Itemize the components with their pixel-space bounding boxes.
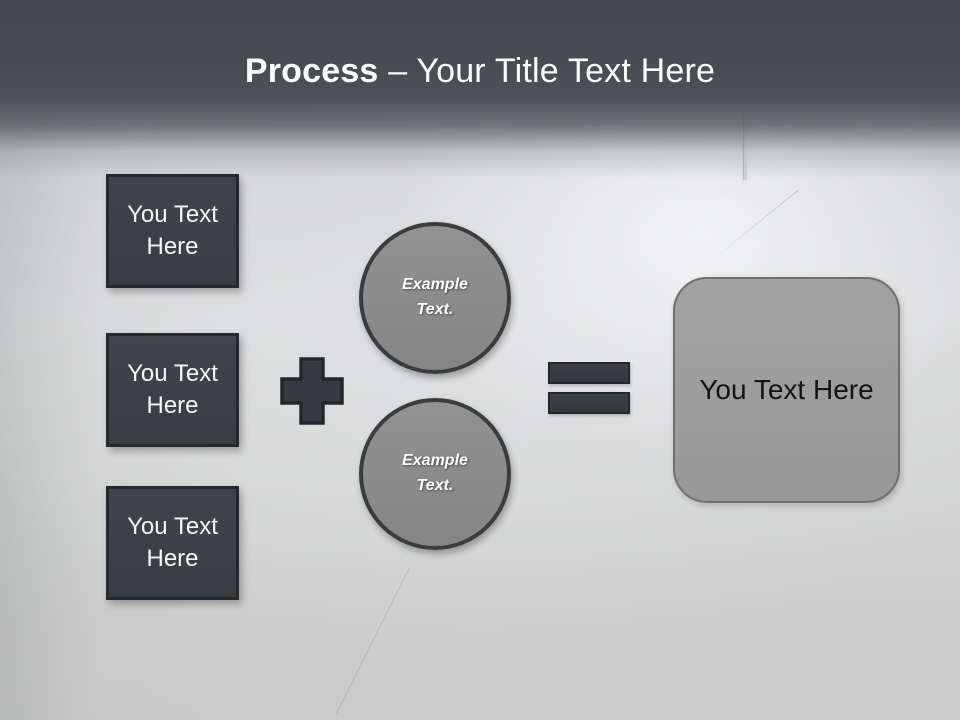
slide-title-emphasis: Process	[244, 52, 379, 90]
result-placeholder[interactable]: You Text Here	[673, 277, 900, 503]
example-circle-2-label: Example Text.	[402, 452, 468, 494]
text-placeholder-3[interactable]: You Text Here	[106, 486, 239, 600]
text-placeholder-2-label: You Text Here	[127, 360, 218, 419]
wall-seam-line	[715, 189, 799, 258]
example-circle-1-label: Example Text.	[402, 276, 468, 318]
text-placeholder-3-label: You Text Here	[127, 513, 218, 572]
slide-title[interactable]: Process – Your Title Text Here	[0, 52, 960, 91]
plus-icon	[280, 357, 344, 425]
example-circle-2[interactable]: Example Text.	[359, 398, 511, 550]
example-circle-1[interactable]: Example Text.	[359, 222, 511, 374]
text-placeholder-1-label: You Text Here	[127, 201, 218, 260]
floor-seam-line	[336, 567, 410, 714]
header-band: Process – Your Title Text Here	[0, 0, 960, 178]
text-placeholder-1[interactable]: You Text Here	[106, 174, 239, 288]
equals-bar-top	[548, 362, 630, 384]
equals-bar-bottom	[548, 392, 630, 414]
text-placeholder-2[interactable]: You Text Here	[106, 333, 239, 447]
result-placeholder-label: You Text Here	[699, 374, 874, 405]
slide-title-rest: – Your Title Text Here	[378, 52, 716, 90]
